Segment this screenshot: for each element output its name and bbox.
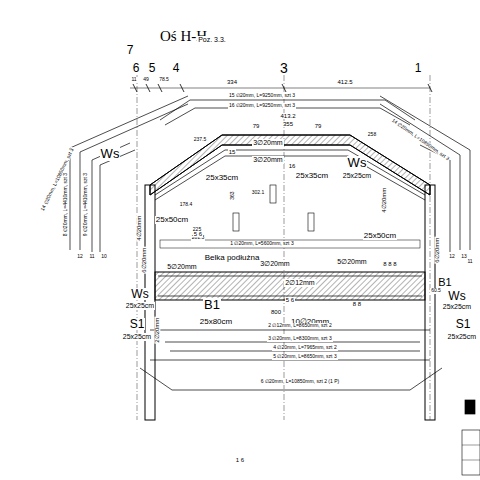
drawing-label: 14 ∅20mm, L=10850mm, szt 3 (389, 118, 450, 163)
drawing-label: Belka podłużna (204, 254, 261, 262)
drawing-label: 25x35cm (205, 174, 239, 182)
drawing-label: 49 (142, 77, 150, 82)
drawing-label: 7 (126, 44, 135, 57)
drawing-label: 4∅20mm (137, 214, 143, 241)
drawing-label: 178.4 (179, 202, 194, 207)
drawing-label: 355 (282, 121, 294, 127)
drawing-label: 25x25cm (442, 303, 472, 310)
drawing-label: Ws (347, 156, 368, 170)
drawing-label: Poz. 3.3. (197, 36, 227, 43)
drawing-label: 5 6 (193, 231, 203, 237)
drawing-label: Ws (100, 147, 121, 161)
drawing-label: 4∅20mm (382, 186, 388, 213)
drawing-label: Ws (447, 290, 466, 303)
drawing-label: 12 (76, 254, 84, 259)
drawing-label: 5∅20mm (166, 263, 197, 270)
drawing-label: 25x25cm (125, 302, 155, 309)
drawing-label: 3 (279, 61, 289, 76)
drawing-label: 8 ∅20mm, L=4410mm, szt 3 (63, 172, 68, 237)
drawing-label: 10 (100, 254, 108, 259)
drawing-label: 12 (448, 254, 456, 259)
drawing-label: 413.2 (279, 113, 296, 119)
drawing-label: 412.5 (336, 79, 353, 85)
drawing-label: 6 ∅20mm, L=10850mm, szt 2 (1 P) (260, 379, 340, 384)
drawing-label: 1 ∅20mm, L=5600mm, szt 3 (229, 241, 294, 246)
drawing-label: 2∅12mm (284, 279, 315, 286)
drawing-label: 79 (314, 123, 323, 129)
drawing-label: 1 (414, 62, 423, 75)
drawing-label: 79 (252, 123, 261, 129)
drawing-label: 8 8 8 (382, 261, 397, 267)
drawing-label: Ws (130, 288, 149, 301)
drawing-label: 5∅20mm (336, 258, 367, 265)
drawing-label: 25x25cm (447, 333, 477, 340)
drawing-label: S1 (455, 318, 472, 331)
drawing-label: 800 (270, 309, 282, 315)
drawing-label: 15 ∅20mm, L=9250mm, szt 3 (228, 93, 296, 98)
drawing-label: 25x25cm (122, 333, 152, 340)
drawing-label: 16 ∅20mm, L=9250mm, szt 3 (228, 103, 296, 108)
drawing-label: 258 (367, 132, 377, 137)
drawing-label: 25x50cm (363, 232, 397, 240)
drawing-label: 302.1 (251, 190, 266, 195)
drawing-label: 6∅20mm (435, 236, 441, 263)
drawing-label: 25x50cm (155, 216, 189, 224)
drawing-label: 25x80cm (199, 318, 233, 326)
drawing-label: 2∅20mm (155, 316, 161, 343)
drawing-label: 3∅20mm (259, 260, 290, 267)
drawing-label: 3∅20mm (252, 139, 283, 146)
drawing-label: 11 (130, 77, 137, 82)
drawing-label: 5 6 (285, 297, 295, 303)
drawing-label: 5 (148, 62, 157, 75)
drawing-label: 4 (172, 62, 181, 75)
drawing-label: 334 (226, 79, 238, 85)
drawing-label: 78.5 (158, 77, 170, 82)
drawing-label: 4 ∅20mm, L=7965mm, szt 2 (272, 345, 337, 350)
drawing-label: 25x35cm (295, 172, 329, 180)
drawing-label: 9 ∅20mm, L=4410mm, szt 3 (83, 172, 88, 237)
drawing-label: 6 (132, 62, 141, 75)
drawing-label: 11 (88, 254, 95, 259)
drawing-label: 16 (288, 163, 297, 169)
drawing-label: 5 ∅20mm, L=8650mm, szt 3 (272, 354, 337, 359)
drawing-label: B1 (203, 298, 221, 312)
drawing-label: 14 ∅20mm, L=10850mm, szt 3 (39, 147, 75, 213)
drawing-label: 6∅20mm (142, 246, 148, 273)
drawing-label: 3∅20mm (252, 156, 283, 163)
drawing-label: B1 (437, 277, 452, 289)
drawing-label: 8 8 (352, 301, 362, 307)
drawing-label: 237.5 (193, 137, 208, 142)
drawing-label: S1 (129, 318, 146, 331)
drawing-label: 25x25cm (342, 172, 372, 179)
drawing-label: 11 (466, 259, 473, 264)
drawing-label: 363 (229, 191, 234, 201)
drawing-label: 60.5 (430, 288, 442, 293)
drawing-label: 15 (228, 149, 237, 155)
drawing-label: 3 ∅20mm, L=8300mm, szt 3 (267, 336, 332, 341)
drawing-label: 2 ∅12mm, L=8650mm, szt 2 (267, 323, 332, 328)
drawing-label: 1 6 (235, 457, 245, 463)
